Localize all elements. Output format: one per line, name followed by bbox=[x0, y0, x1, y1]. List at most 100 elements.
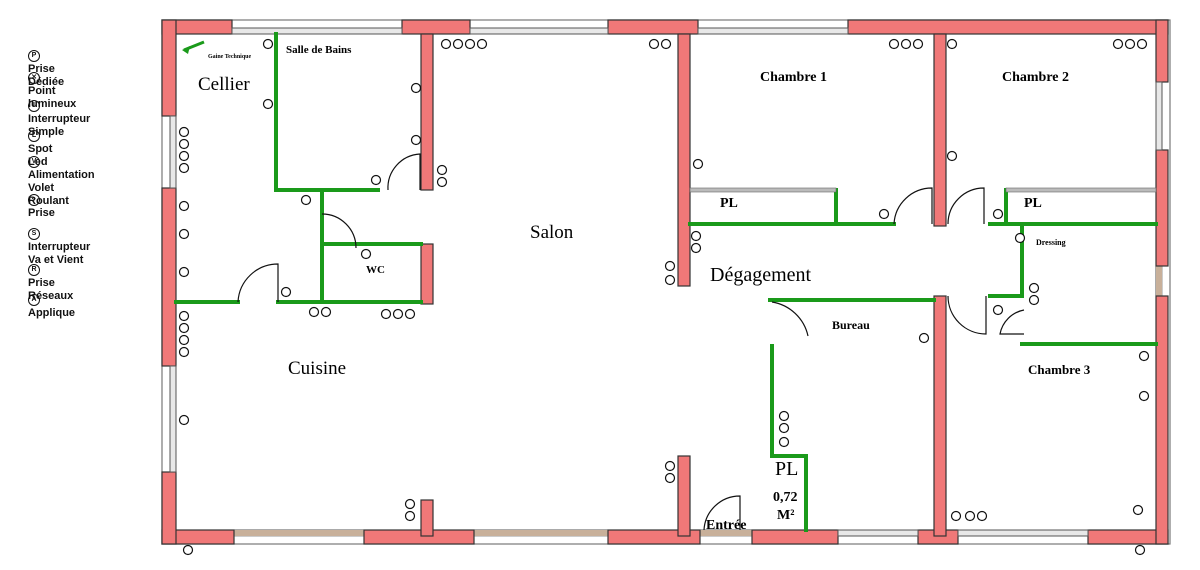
room-label-chambre1: Chambre 1 bbox=[760, 70, 828, 85]
room-label-wc: WC bbox=[366, 264, 385, 276]
symbol-prise bbox=[178, 126, 190, 138]
symbol-prise bbox=[436, 164, 448, 176]
pl1-shelf bbox=[689, 187, 837, 193]
wall-bottom-4 bbox=[751, 529, 839, 545]
symbol-prise bbox=[178, 310, 190, 322]
gaine-arrow-head bbox=[182, 46, 190, 54]
prise-dediee-icon: P bbox=[28, 50, 40, 62]
wall-right-1 bbox=[1155, 19, 1169, 83]
point-lumineux-icon: ✕ bbox=[28, 72, 40, 84]
symbol-prise-dediee bbox=[262, 38, 274, 50]
symbol-alimentation-volet bbox=[320, 306, 332, 318]
partition-salle-de-bains-left bbox=[274, 32, 380, 192]
symbol-prise bbox=[178, 346, 190, 358]
symbol-prise bbox=[918, 332, 930, 344]
door-bureau bbox=[771, 301, 809, 337]
symbol-prise bbox=[692, 158, 704, 170]
symbol-prise bbox=[300, 194, 312, 206]
symbol-prise bbox=[964, 510, 976, 522]
wall-int-salon-chambre1 bbox=[677, 33, 691, 287]
symbol-prise bbox=[992, 304, 1004, 316]
symbol-prise bbox=[878, 208, 890, 220]
wall-right-3 bbox=[1155, 295, 1169, 545]
symbol-prise bbox=[436, 176, 448, 188]
prise-reseaux-icon: R bbox=[28, 264, 40, 276]
symbol-alimentation-volet bbox=[178, 414, 190, 426]
alimentation-volet-icon: V bbox=[28, 156, 40, 168]
symbol-prise bbox=[912, 38, 924, 50]
legend-item-prise: ··Prise bbox=[28, 194, 55, 219]
symbol-prise bbox=[178, 138, 190, 150]
wall-int-entree bbox=[677, 455, 691, 537]
legend-item-va-et-vient: SInterrupteur Va et Vient bbox=[28, 228, 91, 266]
pl2-shelf bbox=[1005, 187, 1157, 193]
room-label-cuisine: Cuisine bbox=[288, 358, 347, 379]
symbol-prise bbox=[476, 38, 488, 50]
symbol-prise bbox=[452, 38, 464, 50]
symbol-point-lumineux bbox=[1014, 232, 1026, 244]
symbol-prise bbox=[1138, 350, 1150, 362]
symbol-prise bbox=[946, 150, 958, 162]
window-left-2 bbox=[169, 365, 177, 473]
door-salle-de-bains bbox=[387, 153, 421, 191]
door-entree bbox=[703, 495, 741, 531]
room-label-gaine: Gaine Technique bbox=[208, 54, 252, 60]
symbol-prise bbox=[690, 242, 702, 254]
room-label-pl3: PL bbox=[775, 458, 799, 480]
symbol-prise bbox=[1124, 38, 1136, 50]
wall-int-salle-de-bains bbox=[420, 33, 434, 191]
legend-item-alimentation-volet: VAlimentation Volet Roulant bbox=[28, 156, 95, 207]
symbol-prise bbox=[1136, 38, 1148, 50]
symbol-prise bbox=[976, 510, 988, 522]
symbol-prise bbox=[778, 410, 790, 422]
symbol-prise bbox=[946, 38, 958, 50]
room-label-bureau: Bureau bbox=[832, 318, 870, 332]
symbol-prise-reseaux bbox=[888, 38, 900, 50]
symbol-alimentation-volet bbox=[178, 200, 190, 212]
symbol-prise bbox=[664, 260, 676, 272]
symbol-prise bbox=[660, 38, 672, 50]
window-top-2 bbox=[469, 27, 609, 35]
door-chambre1 bbox=[893, 187, 933, 225]
wall-left-3 bbox=[161, 471, 177, 545]
door-cellier-cuisine bbox=[237, 263, 279, 303]
wall-left-2 bbox=[161, 187, 177, 367]
symbol-prise bbox=[178, 150, 190, 162]
symbol-prise bbox=[370, 174, 382, 186]
symbol-prise bbox=[1138, 390, 1150, 402]
symbol-prise bbox=[648, 38, 660, 50]
wall-top-3 bbox=[607, 19, 699, 35]
wall-right-2 bbox=[1155, 149, 1169, 267]
symbol-prise bbox=[664, 460, 676, 472]
window-bottom-1 bbox=[837, 529, 919, 537]
symbol-prise bbox=[690, 230, 702, 242]
symbol-prise-reseaux bbox=[1112, 38, 1124, 50]
window-top-3 bbox=[697, 27, 849, 35]
symbol-alimentation-volet bbox=[178, 266, 190, 278]
room-label-salle-de-bains: Salle de Bains bbox=[286, 44, 352, 56]
symbol-prise bbox=[900, 38, 912, 50]
wall-top-4 bbox=[847, 19, 1169, 35]
window-top-1 bbox=[231, 27, 403, 35]
room-label-pl2: PL bbox=[1024, 196, 1042, 211]
wall-int-cuisine-bottom bbox=[420, 499, 434, 537]
interrupteur-simple-icon: I bbox=[28, 100, 40, 112]
room-label-chambre3: Chambre 3 bbox=[1028, 362, 1091, 377]
symbol-alimentation-volet bbox=[308, 306, 320, 318]
symbol-prise-reseaux bbox=[440, 38, 452, 50]
wall-int-bureau-chambre3 bbox=[933, 295, 947, 537]
symbol-interrupteur bbox=[1028, 294, 1040, 306]
wall-int-wc bbox=[420, 243, 434, 305]
va-et-vient-icon: S bbox=[28, 228, 40, 240]
door-wc bbox=[321, 213, 357, 249]
symbol-prise bbox=[178, 334, 190, 346]
symbol-prise bbox=[992, 208, 1004, 220]
wall-left-1 bbox=[161, 19, 177, 117]
partition-dressing-left bbox=[988, 222, 1024, 298]
room-label-pl3-area: 0,72 bbox=[773, 490, 798, 505]
symbol-prise bbox=[178, 162, 190, 174]
symbol-prise bbox=[182, 544, 194, 556]
symbol-alimentation-volet bbox=[178, 228, 190, 240]
prise-icon: ·· bbox=[28, 194, 40, 206]
window-bottom-2 bbox=[957, 529, 1089, 537]
